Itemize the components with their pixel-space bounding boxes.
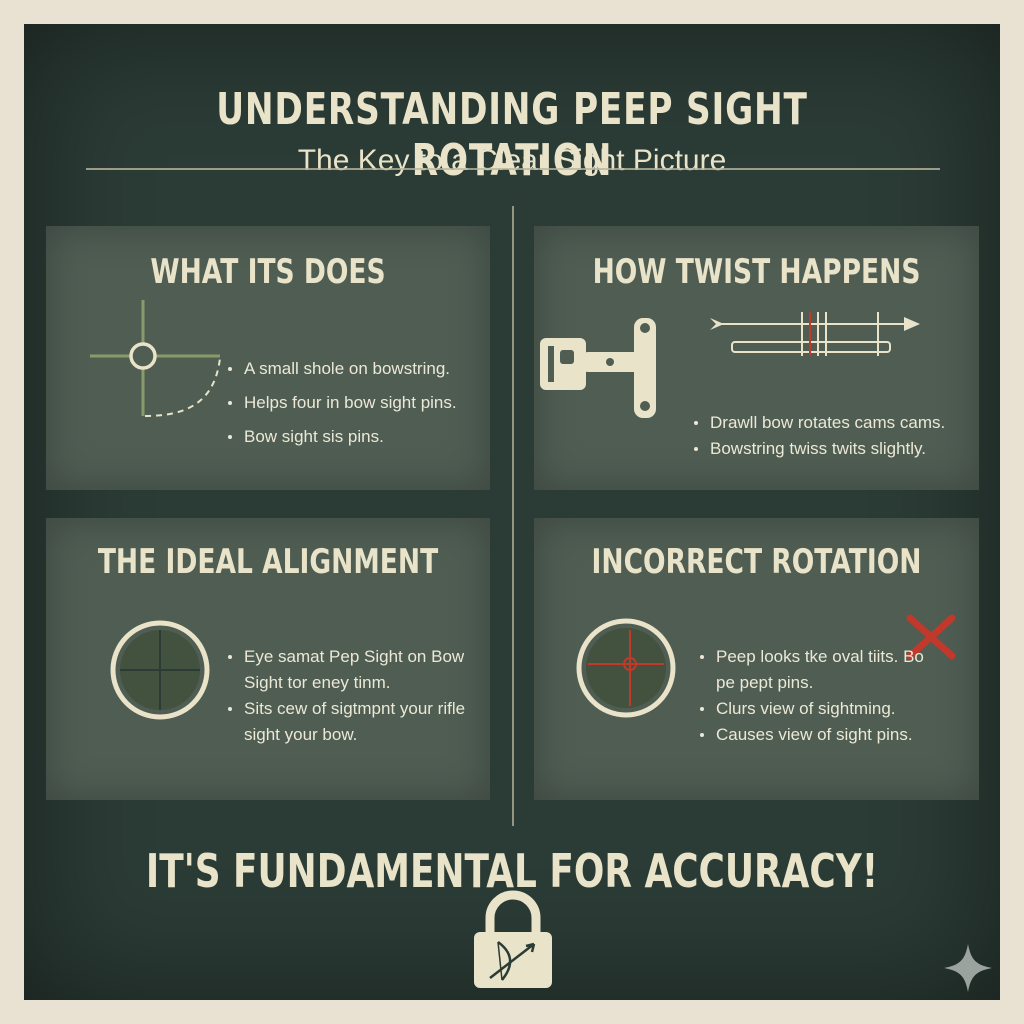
panel-title: THE IDEAL ALIGNMENT [97, 542, 439, 582]
panel-what-it-does: WHAT ITS DOES A small shole on bowstring… [46, 226, 490, 490]
panel-how-twist-happens: HOW TWIST HAPPENS Drawll bow rotates cam… [534, 226, 979, 490]
center-divider [512, 206, 514, 826]
list-item: Clurs view of sightming. [698, 696, 928, 722]
list-item: Eye samat Pep Sight on Bow Sight tor ene… [226, 644, 466, 696]
bullet-list: Peep looks tke oval tiits. Bo pe pept pi… [698, 644, 928, 748]
page-title: UNDERSTANDING PEEP SIGHT ROTATION [216, 84, 808, 186]
sparkle-icon [944, 944, 992, 992]
arrow-icon [710, 312, 920, 356]
list-item: Bow sight sis pins. [226, 424, 457, 450]
bullet-list: A small shole on bowstring. Helps four i… [226, 356, 457, 458]
list-item: Helps four in bow sight pins. [226, 390, 457, 416]
bullet-list: Eye samat Pep Sight on Bow Sight tor ene… [226, 644, 466, 748]
panel-title: INCORRECT ROTATION [591, 542, 922, 582]
release-aid-icon [540, 318, 656, 418]
list-item: Causes view of sight pins. [698, 722, 928, 748]
padlock-icon [474, 890, 552, 988]
list-item: Bowstring twiss twits slightly. [692, 436, 945, 462]
peep-sight-icon [90, 300, 221, 417]
footer-tagline: IT'S FUNDAMENTAL FOR ACCURACY! [145, 844, 879, 898]
title-divider [86, 168, 940, 170]
aligned-sight-icon [110, 620, 210, 720]
list-item: Drawll bow rotates cams cams. [692, 410, 945, 436]
x-mark-icon [906, 614, 956, 660]
panel-title: HOW TWIST HAPPENS [592, 252, 921, 292]
list-item: Peep looks tke oval tiits. Bo pe pept pi… [698, 644, 928, 696]
list-item: A small shole on bowstring. [226, 356, 457, 382]
bullet-list: Drawll bow rotates cams cams. Bowstring … [692, 410, 945, 462]
misaligned-sight-icon [576, 618, 676, 718]
panel-ideal-alignment: THE IDEAL ALIGNMENT Eye samat Pep Sight … [46, 518, 490, 800]
page-subtitle: The Key to a Clear Sight Picture [297, 144, 727, 177]
panel-title: WHAT ITS DOES [150, 252, 386, 292]
list-item: Sits cew of sigtmpnt your rifle sight yo… [226, 696, 466, 748]
panel-incorrect-rotation: INCORRECT ROTATION Peep looks tke oval t… [534, 518, 979, 800]
infographic-board: UNDERSTANDING PEEP SIGHT ROTATION The Ke… [24, 24, 1000, 1000]
